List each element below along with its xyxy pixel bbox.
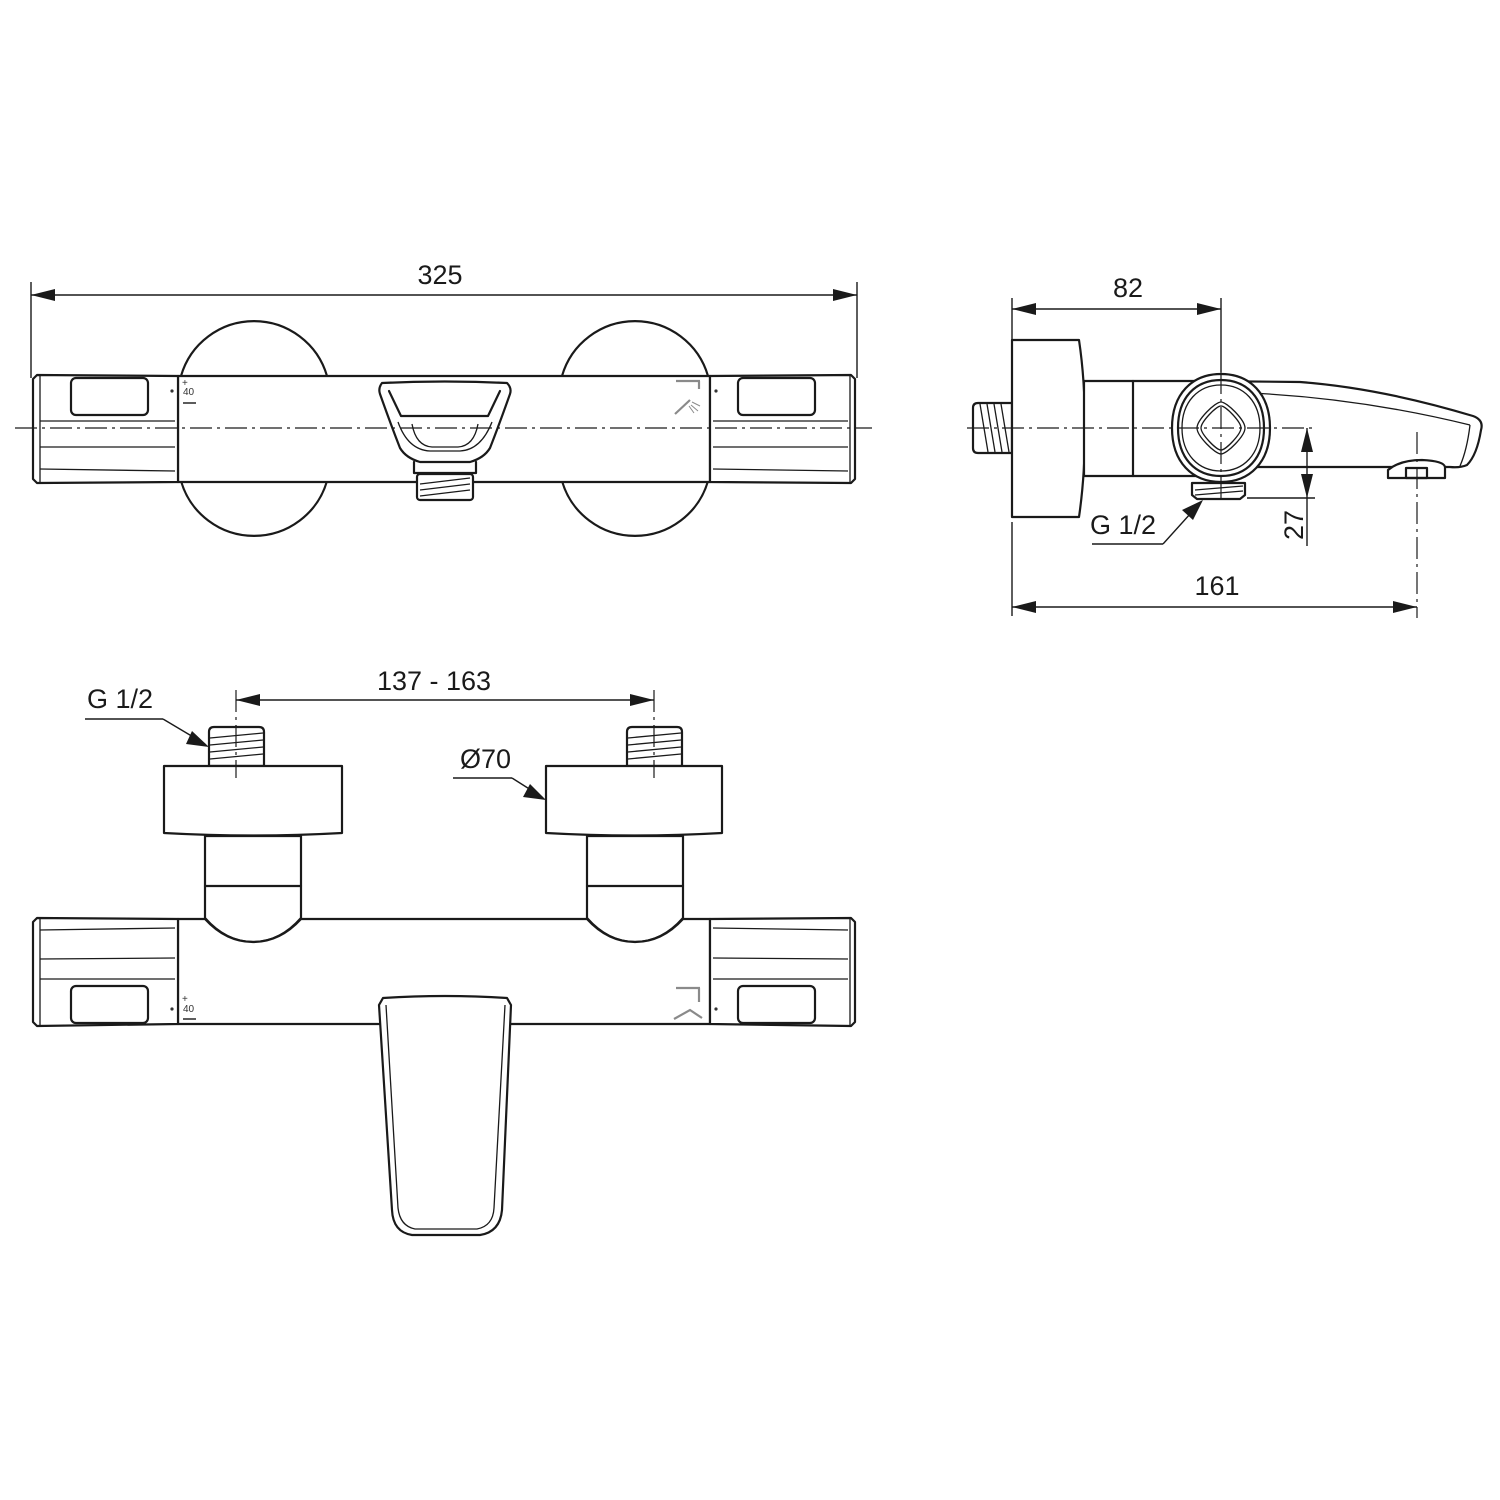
- dim-label-325: 325: [417, 260, 462, 290]
- side-spout: [1198, 379, 1483, 469]
- front-temperature-scale: +: [182, 994, 188, 1005]
- bath-spout-icon: [673, 986, 703, 1020]
- right-inlet: [544, 725, 724, 944]
- temperature-scale: + 40: [182, 378, 196, 404]
- front-right-handle: [708, 916, 857, 1028]
- svg-text:G 1/2: G 1/2: [1090, 510, 1156, 540]
- dimension-161: 161: [1011, 522, 1417, 616]
- escutcheon-diameter-callout: Ø70: [453, 744, 546, 800]
- front-bath-spout: [377, 994, 513, 1237]
- side-thread-callout: G 1/2: [1090, 500, 1203, 545]
- dimension-inlet-centres: 137 - 163: [235, 666, 655, 780]
- left-temperature-handle: [31, 373, 180, 485]
- left-inlet: [162, 725, 344, 944]
- side-view: 82: [967, 273, 1483, 618]
- side-outlet-thread: [1190, 481, 1247, 501]
- front-temp-value: 40: [183, 1004, 195, 1015]
- svg-text:G 1/2: G 1/2: [87, 684, 153, 714]
- right-escutcheon: [560, 320, 710, 537]
- front-left-handle: [31, 916, 180, 1028]
- front-mixer-body: [176, 917, 712, 1026]
- dimension-82: 82: [1011, 273, 1222, 372]
- dimension-overall-width: 325: [30, 260, 858, 378]
- svg-text:82: 82: [1113, 273, 1143, 303]
- svg-text:161: 161: [1194, 571, 1239, 601]
- dimension-27: 27: [1247, 428, 1315, 546]
- svg-text:27: 27: [1279, 510, 1309, 540]
- front-view: 137 - 163: [31, 666, 857, 1237]
- svg-text:Ø70: Ø70: [460, 744, 511, 774]
- svg-text:+: +: [182, 378, 188, 389]
- svg-text:137 - 163: 137 - 163: [377, 666, 491, 696]
- left-escutcheon: [179, 320, 329, 537]
- top-view: 325 + 40: [15, 260, 872, 537]
- shower-outlet: [378, 380, 512, 502]
- shower-diverter-icon: [674, 379, 701, 415]
- svg-text:+: +: [182, 994, 188, 1005]
- right-diverter-handle: [708, 373, 857, 485]
- svg-text:40: 40: [183, 387, 195, 398]
- front-thread-callout: G 1/2: [85, 684, 209, 747]
